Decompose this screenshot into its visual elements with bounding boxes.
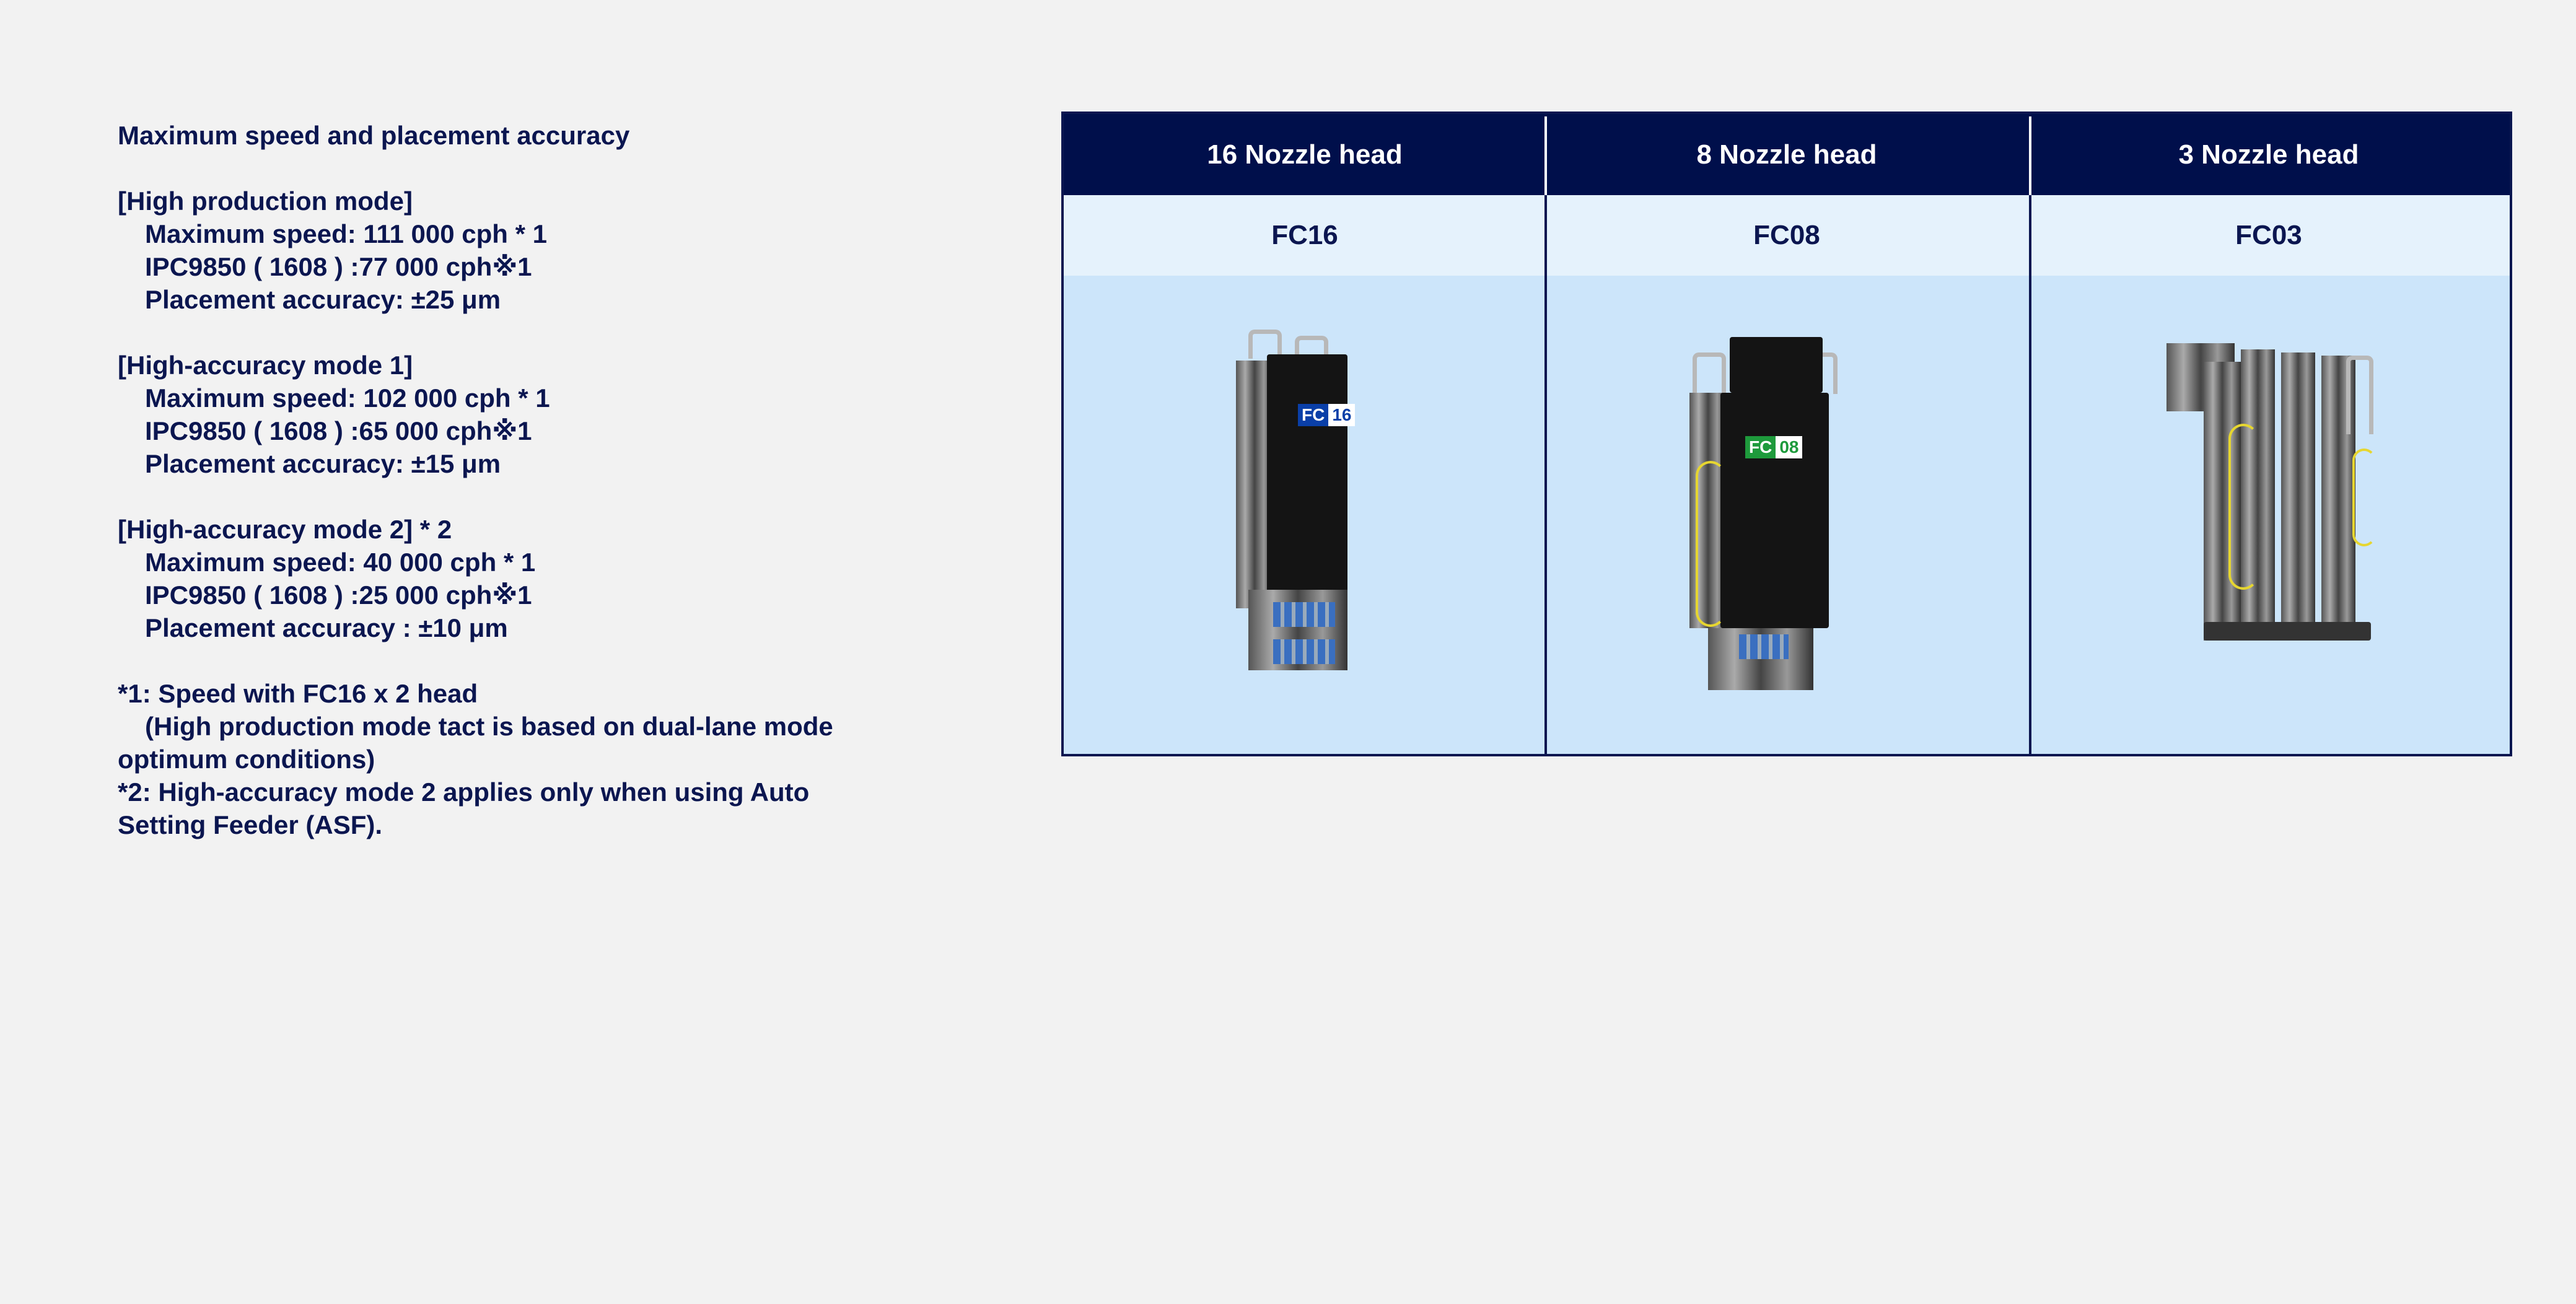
footnote: (High production mode tact is based on d… [145,712,833,741]
nozzle-head-table: 16 Nozzle head 8 Nozzle head 3 Nozzle he… [1061,112,2512,756]
footnote: optimum conditions) [118,745,375,774]
mode-speed: Maximum speed: 111 000 cph * 1 [145,219,547,248]
mode-heading: [High-accuracy mode 2] * 2 [118,515,452,544]
mode-accuracy: Placement accuracy : ±10 μm [145,613,508,642]
model-cell: FC03 [2235,220,2302,250]
header-cell: 8 Nozzle head [1696,139,1877,170]
fc03-head-image [2166,343,2383,665]
table-model-row: FC16 FC08 FC03 [1064,195,2510,276]
table-header-row: 16 Nozzle head 8 Nozzle head 3 Nozzle he… [1064,114,2510,195]
mode-ipc: IPC9850 ( 1608 ) :77 000 cph※1 [145,252,532,281]
mode-speed: Maximum speed: 40 000 cph * 1 [145,548,536,577]
mode-ipc: IPC9850 ( 1608 ) :25 000 cph※1 [145,580,532,610]
mode-heading: [High production mode] [118,186,413,216]
footnote: *1: Speed with FC16 x 2 head [118,679,478,708]
fc16-head-image: FC 16 [1230,330,1397,676]
mode-heading: [High-accuracy mode 1] [118,351,413,380]
divider [2029,195,2031,754]
mode-speed: Maximum speed: 102 000 cph * 1 [145,383,550,413]
model-cell: FC16 [1271,220,1338,250]
fc16-badge: FC 16 [1298,404,1356,426]
model-cell: FC08 [1753,220,1820,250]
divider [1544,195,1547,754]
divider [2029,116,2031,195]
spec-text: Maximum speed and placement accuracy [Hi… [118,119,985,841]
footnote: *2: High-accuracy mode 2 applies only wh… [118,777,810,807]
mode-accuracy: Placement accuracy: ±25 μm [145,285,501,314]
fc08-head-image: FC 08 [1683,337,1869,696]
footnote: Setting Feeder (ASF). [118,810,383,839]
fc08-badge: FC 08 [1745,436,1803,458]
header-cell: 3 Nozzle head [2178,139,2359,170]
spec-title: Maximum speed and placement accuracy [118,121,630,150]
mode-accuracy: Placement accuracy: ±15 μm [145,449,501,478]
header-cell: 16 Nozzle head [1207,139,1403,170]
divider [1544,116,1547,195]
mode-ipc: IPC9850 ( 1608 ) :65 000 cph※1 [145,416,532,445]
